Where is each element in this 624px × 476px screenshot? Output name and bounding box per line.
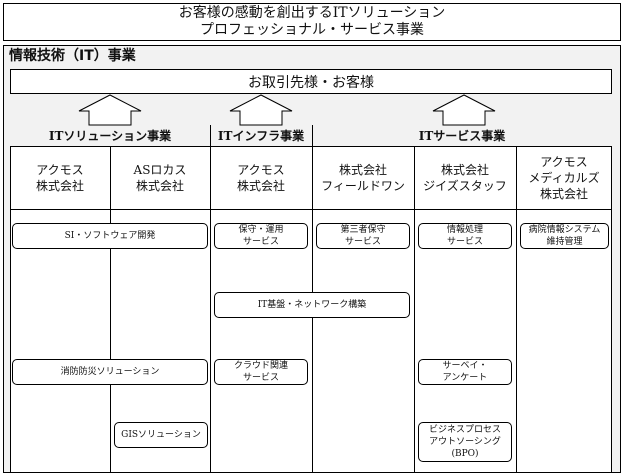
service-survey: サーベイ・ アンケート xyxy=(418,359,512,385)
company-acmos-medicals: アクモス メディカルズ 株式会社 xyxy=(516,147,612,210)
company-field-one: 株式会社 フィールドワン xyxy=(312,147,414,210)
service-cloud: クラウド関連 サービス xyxy=(214,359,308,385)
business-unit-it-infra: ITインフラ事業 xyxy=(210,125,312,147)
column-divider xyxy=(110,147,111,473)
top-title-frame: お客様の感動を創出するITソリューション プロフェッショナル・サービス事業 xyxy=(3,3,621,41)
customers-box: お取引先様・お客様 xyxy=(10,69,612,94)
service-hospital-system: 病院情報システム 維持管理 xyxy=(520,223,609,249)
business-unit-it-solution: ITソリューション事業 xyxy=(10,125,210,147)
service-info-processing: 情報処理 サービス xyxy=(418,223,512,249)
business-unit-it-service: ITサービス事業 xyxy=(312,125,612,147)
service-disaster-prevention: 消防防災ソリューション xyxy=(12,359,208,385)
column-divider xyxy=(516,147,517,473)
company-acmos-1: アクモス 株式会社 xyxy=(10,147,110,210)
company-as-locus: ASロカス 株式会社 xyxy=(110,147,210,210)
company-jiis-staff: 株式会社 ジイズスタッフ xyxy=(414,147,516,210)
service-gis: GISソリューション xyxy=(114,422,208,448)
service-maintenance: 保守・運用 サービス xyxy=(214,223,308,249)
service-third-party: 第三者保守 サービス xyxy=(316,223,410,249)
section-title: 情報技術（IT）事業 xyxy=(9,48,136,64)
service-bpo: ビジネスプロセス アウトソーシング (BPO) xyxy=(418,422,512,462)
service-si-software: SI・ソフトウェア開発 xyxy=(12,223,208,249)
company-acmos-2: アクモス 株式会社 xyxy=(210,147,312,210)
service-it-infrastructure: IT基盤・ネットワーク構築 xyxy=(214,292,410,318)
column-divider xyxy=(210,125,211,473)
page-title: お客様の感動を創出するITソリューション プロフェッショナル・サービス事業 xyxy=(178,5,446,38)
customers-label: お取引先様・お客様 xyxy=(248,74,374,91)
column-divider xyxy=(414,147,415,473)
